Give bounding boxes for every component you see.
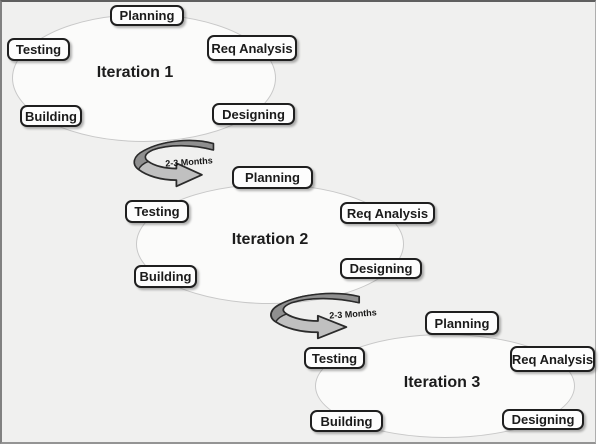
curved-arrow-icon [270, 292, 361, 340]
phase-box-req-analysis-2: Req Analysis [340, 202, 435, 224]
phase-box-req-analysis-1: Req Analysis [207, 35, 297, 61]
phase-box-designing-2: Designing [340, 258, 422, 279]
phase-box-testing-2: Testing [125, 200, 189, 223]
phase-box-building-1: Building [20, 105, 82, 127]
phase-box-designing-1: Designing [212, 103, 295, 125]
transition-duration-label: 2-3 Months [328, 307, 378, 321]
iteration-3-label: Iteration 3 [403, 374, 481, 391]
phase-box-testing-3: Testing [304, 347, 365, 369]
phase-box-req-analysis-3: Req Analysis [510, 346, 595, 372]
phase-box-designing-3: Designing [502, 409, 584, 430]
phase-box-planning-1: Planning [110, 5, 184, 26]
phase-box-building-3: Building [310, 410, 383, 432]
iteration-2-label: Iteration 2 [231, 231, 309, 248]
iteration-1-label: Iteration 1 [96, 64, 174, 81]
phase-box-planning-3: Planning [425, 311, 499, 335]
phase-box-planning-2: Planning [232, 166, 313, 189]
phase-box-building-2: Building [134, 265, 197, 288]
curved-arrow-icon [133, 139, 215, 188]
phase-box-testing-1: Testing [7, 38, 70, 61]
